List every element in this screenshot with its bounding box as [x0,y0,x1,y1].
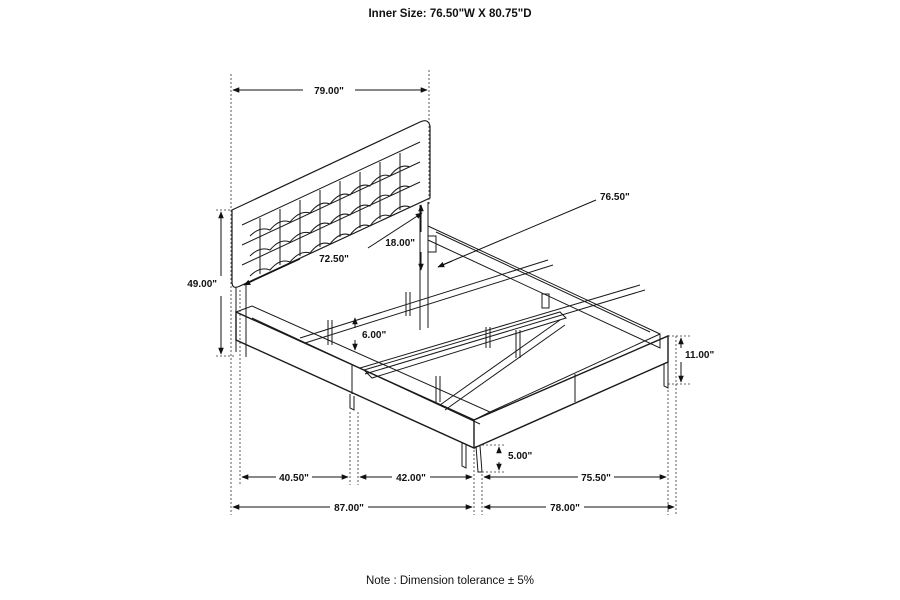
label-front-segment-2: 42.00" [396,473,426,484]
label-overall-width: 87.00" [334,503,364,514]
dimension-labels: 79.00" 49.00" 18.00" 72.50" 76.50" 6.00"… [187,86,714,514]
label-headboard-panel-height: 18.00" [385,238,415,249]
label-slat-height: 6.00" [362,330,386,341]
inner-size-title: Inner Size: 76.50"W X 80.75"D [368,8,532,20]
label-headboard-height: 49.00" [187,279,217,290]
label-overall-length: 78.00" [550,503,580,514]
label-side-rail-height: 11.00" [685,350,714,361]
guide-lines [216,70,690,515]
tolerance-note: Note : Dimension tolerance ± 5% [365,575,535,587]
dimension-arrows [218,87,684,510]
label-side-length-inner: 75.50" [581,473,611,484]
headboard-panel [231,120,431,288]
label-top-width: 79.00" [314,86,344,97]
label-front-segment-1: 40.50" [279,473,309,484]
label-inner-width: 72.50" [319,254,349,265]
bed-outline [235,202,669,473]
label-leg-height: 5.00" [508,451,532,462]
label-inner-length: 76.50" [600,192,630,203]
